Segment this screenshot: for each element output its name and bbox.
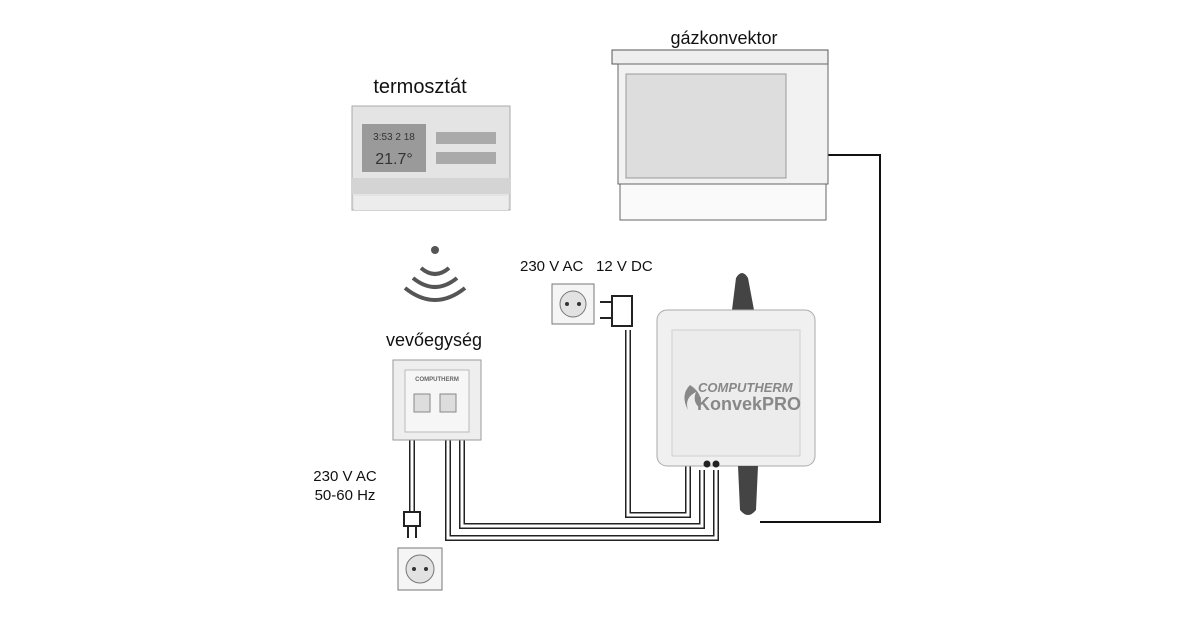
supply-dc-label: 12 V DC — [596, 258, 653, 275]
thermostat-label: termosztát — [373, 76, 467, 98]
receiver-unit: COMPUTHERM — [392, 359, 482, 441]
konvekpro-unit: COMPUTHERM KonvekPRO — [656, 273, 816, 515]
product-logo-b: PRO — [762, 394, 801, 414]
mains-plug-icon — [403, 511, 421, 538]
brand-logo: COMPUTHERM — [698, 380, 794, 395]
power-adapter-plug-icon — [600, 295, 633, 327]
receiver-label: vevőegység — [386, 330, 482, 350]
dc-power-cable — [625, 330, 691, 518]
convector-wire — [760, 154, 881, 523]
convector-label: gázkonvektor — [670, 28, 777, 48]
receiver-brand: COMPUTHERM — [415, 377, 459, 383]
svg-text:KonvekPRO: KonvekPRO — [697, 394, 801, 414]
receiver-cable — [445, 440, 719, 541]
product-logo-a: Konvek — [697, 394, 763, 414]
wall-socket-icon — [397, 547, 443, 591]
display-temperature: 21.7° — [375, 151, 413, 168]
wireless-signal-icon — [403, 246, 467, 302]
wall-socket-icon — [551, 283, 595, 325]
supply-ac-label: 230 V AC — [520, 258, 584, 275]
mains-voltage-label: 230 V AC — [313, 468, 377, 485]
display-time: 3:53 2 18 — [373, 132, 415, 143]
thermostat: 3:53 2 18 21.7° — [351, 105, 511, 211]
mains-frequency-label: 50-60 Hz — [315, 487, 376, 504]
gas-convector — [611, 49, 829, 221]
